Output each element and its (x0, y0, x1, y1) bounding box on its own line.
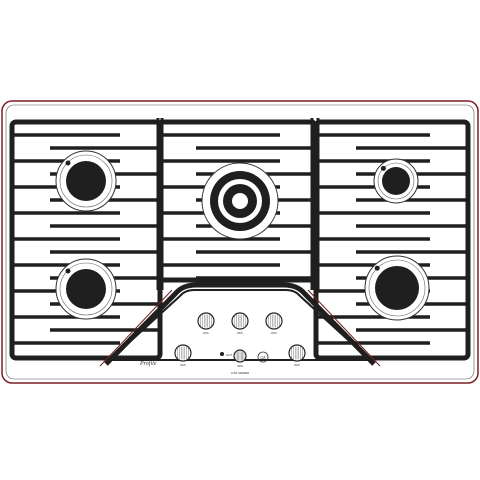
control-knobs: OFF OFF OFF OFF OFF SIM (174, 312, 306, 368)
indicator-label: HOT (226, 353, 233, 357)
burners (55, 150, 430, 321)
front-right-knob-label: OFF (294, 363, 300, 367)
control-panel-border (104, 282, 376, 366)
burner-front-left-ring-inner (59, 262, 113, 316)
burner-rear-left-ring-inner (59, 154, 113, 208)
center-bottom-knob-label: SIM (237, 364, 243, 368)
center-left-knob-label: OFF (237, 331, 243, 335)
control-panel-trim-right (307, 289, 381, 367)
burner-center-core (230, 191, 250, 211)
burner-rear-left-cap (66, 161, 106, 201)
burner-rear-right-cap (382, 167, 410, 195)
ge-logo: GE (260, 355, 266, 360)
brand-script: Profile (140, 361, 157, 367)
indicator-light (220, 352, 224, 356)
ge-logo-ring (257, 351, 269, 363)
burner-rear-right-ring-inner (377, 162, 415, 200)
front-left-knob-label: OFF (180, 363, 186, 367)
burner-front-right-cap (375, 266, 419, 310)
burner-front-left-cap (66, 269, 106, 309)
burner-front-left-igniter (65, 268, 71, 274)
burner-rear-right-igniter (380, 165, 386, 171)
burner-front-right-igniter (374, 265, 380, 271)
control-panel-trim (99, 289, 173, 367)
center-caption: LOW SIMMER (231, 371, 249, 375)
burner-front-right-ring-inner (368, 259, 426, 317)
burner-rear-left-igniter (65, 160, 71, 166)
rear-left-knob-label: OFF (203, 331, 209, 335)
center-right-knob-label: OFF (271, 331, 277, 335)
cooking-grates (9, 118, 471, 361)
